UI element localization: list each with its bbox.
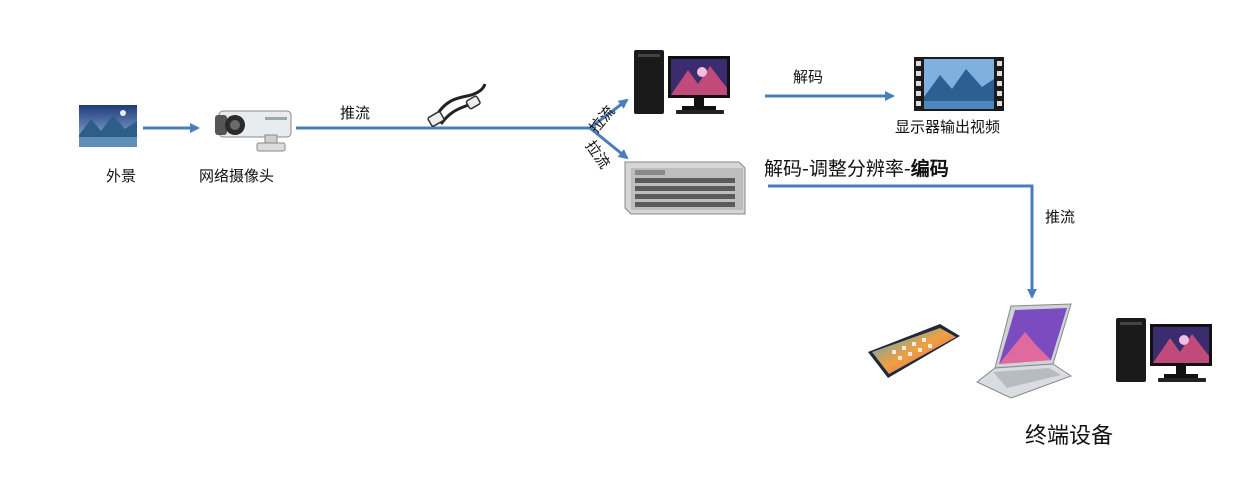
desktop-pc-bottom	[1114, 316, 1218, 384]
film-strip-icon	[914, 57, 1004, 111]
laptop-icon	[976, 303, 1073, 399]
encode-text: 编码	[910, 158, 949, 180]
outdoor-scene	[79, 105, 137, 147]
outdoor-label: 外景	[106, 167, 137, 185]
rack-server-icon	[624, 161, 746, 215]
arrow-pull-up	[589, 98, 629, 130]
camera-label: 网络摄像头	[199, 167, 275, 185]
server-node	[621, 158, 747, 218]
ethernet-cable-icon	[427, 83, 487, 127]
desktop-pc-icon	[1116, 318, 1212, 382]
video-output-node	[914, 57, 1004, 111]
smartphone-node	[862, 322, 966, 382]
desktop-pc-icon	[634, 50, 730, 114]
display-label: 显示器输出视频	[895, 118, 1001, 136]
arrow-push-terminal	[768, 184, 1037, 299]
cable-node	[427, 80, 489, 130]
landscape-photo-icon	[79, 105, 137, 147]
decode-label: 解码	[793, 68, 824, 86]
terminal-label: 终端设备	[1025, 424, 1114, 449]
laptop-node	[975, 302, 1075, 400]
smartphone-icon	[868, 324, 960, 378]
camera-node	[205, 103, 295, 155]
process-steps-text: 解码-调整分辨率-	[764, 158, 911, 180]
bullet-camera-icon	[215, 110, 292, 152]
desktop-pc-top	[632, 48, 736, 116]
push-label-2: 推流	[1045, 208, 1076, 226]
push-label-1: 推流	[340, 104, 371, 122]
arrow-pull-down	[589, 126, 629, 160]
process-label: 解码-调整分辨率-编码	[764, 154, 949, 181]
